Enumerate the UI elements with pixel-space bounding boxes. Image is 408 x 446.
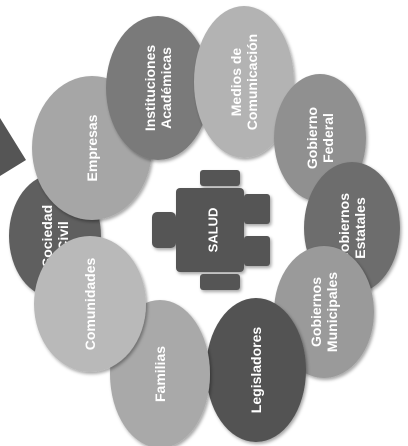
node-comunidades: Comunidades <box>34 236 146 372</box>
node-ellipse-comunidades <box>34 236 146 372</box>
figure-arm-bottom <box>200 274 240 290</box>
node-label-medios-de-comunicacion: Medios deComunicación <box>228 34 260 130</box>
node-label-gobierno-federal: GobiernoFederal <box>304 107 336 169</box>
node-label-legisladores: Legisladores <box>248 327 264 414</box>
node-label-line: Comunidades <box>82 258 98 351</box>
nodes-layer: SociedadCivilEmpresasInstitucionesAcadém… <box>9 6 400 446</box>
node-label-gobiernos-municipales: GobiernosMunicipales <box>308 272 340 352</box>
center-label: SALUD <box>205 208 220 253</box>
figure-leg-top <box>244 194 270 224</box>
node-medios-de-comunicacion: Medios deComunicación <box>194 6 294 158</box>
node-label-line: Gobierno <box>304 107 320 169</box>
node-label-line: Estatales <box>352 197 368 259</box>
node-legisladores: Legisladores <box>206 298 306 442</box>
node-label-line: Sociedad <box>39 205 55 267</box>
node-label-line: Académicas <box>158 47 174 129</box>
node-instituciones-academicas: InstitucionesAcadémicas <box>106 16 210 160</box>
node-label-line: Municipales <box>324 272 340 352</box>
node-label-line: Instituciones <box>142 45 158 132</box>
node-label-gobiernos-estatales: GobiernosEstatales <box>336 193 368 263</box>
node-label-empresas: Empresas <box>84 114 100 181</box>
node-ellipse-instituciones-academicas <box>106 16 210 160</box>
figure-head <box>152 212 176 248</box>
node-label-comunidades: Comunidades <box>82 258 98 351</box>
node-label-line: Gobiernos <box>308 277 324 347</box>
node-label-line: Comunicación <box>244 34 260 130</box>
node-ellipse-legisladores <box>206 298 306 442</box>
node-ellipse-medios-de-comunicacion <box>194 6 294 158</box>
arrow-tip <box>0 118 26 176</box>
node-label-line: Federal <box>320 113 336 163</box>
node-label-familias: Familias <box>152 346 168 402</box>
node-label-line: Legisladores <box>248 327 264 414</box>
node-label-line: Empresas <box>84 114 100 181</box>
node-label-line: Familias <box>152 346 168 402</box>
node-label-instituciones-academicas: InstitucionesAcadémicas <box>142 45 174 132</box>
node-label-line: Medios de <box>228 48 244 117</box>
figure-arm-top <box>200 170 240 186</box>
node-label-line: Gobiernos <box>336 193 352 263</box>
figure-leg-bottom <box>244 236 270 266</box>
center-figure: SALUD <box>152 170 270 290</box>
figure-torso <box>176 188 244 272</box>
